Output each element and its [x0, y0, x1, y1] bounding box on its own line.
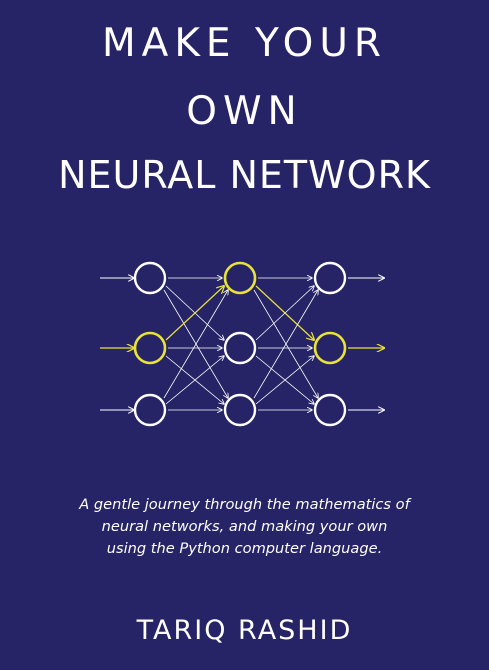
- title-line-2: OWN: [186, 89, 303, 134]
- connection: [165, 356, 224, 405]
- tagline-line-1: A gentle journey through the mathematics…: [79, 496, 410, 513]
- connection: [163, 290, 228, 399]
- hidden-node-3: [223, 393, 257, 427]
- input-node-2-highlight: [133, 331, 167, 365]
- tagline-line-3: using the Python computer language.: [106, 540, 383, 557]
- author-name: TARIQ RASHID: [136, 615, 353, 646]
- connection-highlight: [165, 286, 224, 341]
- output-node-1: [313, 261, 347, 295]
- output-node-2-highlight: [313, 331, 347, 365]
- title-line-1: MAKE YOUR: [102, 21, 387, 66]
- tagline-line-2: neural networks, and making your own: [101, 518, 388, 535]
- output-node-3: [313, 393, 347, 427]
- title-line-3: NEURAL NETWORK: [58, 153, 431, 197]
- input-node-1: [133, 261, 167, 295]
- connection: [255, 286, 314, 341]
- connection: [253, 290, 318, 399]
- hidden-node-2: [223, 331, 257, 365]
- input-node-3: [133, 393, 167, 427]
- hidden-node-1-highlight: [223, 261, 257, 295]
- neural-network-diagram: [100, 261, 489, 427]
- connection: [255, 356, 314, 405]
